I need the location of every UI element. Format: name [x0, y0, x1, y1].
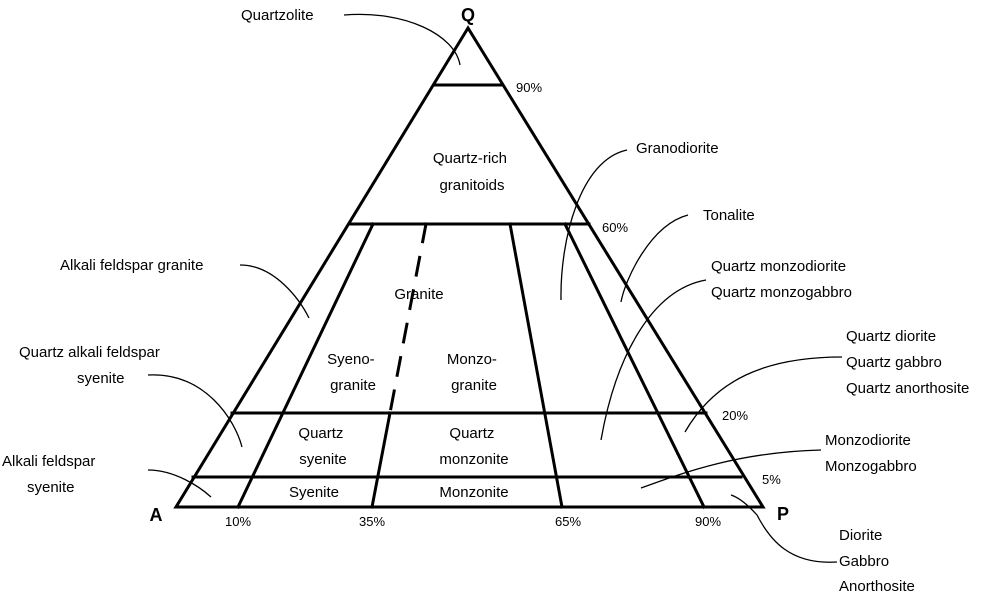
vertex-label-a: A — [150, 505, 163, 525]
callout-quartzolite: Quartzolite — [241, 7, 314, 24]
vertex-label-q: Q — [461, 5, 475, 25]
field-monzogranite: Monzo- granite — [447, 351, 501, 394]
leader-alkali-feldspar-syenite — [147, 469, 212, 498]
callout-monzodiorite: Monzodiorite Monzogabbro — [825, 432, 917, 475]
leader-granodiorite — [560, 149, 628, 301]
callout-quartz-alkali-feldspar-syenite: Quartz alkali feldspar syenite — [19, 344, 164, 387]
side-pct-5: 5% — [762, 472, 781, 487]
leader-alkali-feldspar-granite — [239, 264, 310, 319]
callout-alkali-feldspar-granite: Alkali feldspar granite — [60, 257, 203, 274]
leader-tonalite — [620, 214, 689, 303]
base-pct-65: 65% — [555, 514, 581, 529]
boundary-p65 — [508, 222, 564, 509]
qap-triangle-outline — [173, 25, 766, 509]
side-pct-20: 20% — [722, 408, 748, 423]
boundary-p10 — [236, 222, 375, 509]
field-quartz-monzonite: Quartz monzonite — [439, 425, 508, 468]
callout-quartz-diorite: Quartz diorite Quartz gabbro Quartz anor… — [846, 328, 969, 397]
boundary-p35 — [370, 411, 392, 509]
base-pct-90: 90% — [695, 514, 721, 529]
callout-alkali-feldspar-syenite: Alkali feldspar syenite — [2, 453, 100, 496]
boundary-granite-split-dashed — [388, 222, 428, 415]
leader-quartz-monzodiorite — [600, 279, 707, 441]
callout-quartz-monzodiorite: Quartz monzodiorite Quartz monzogabbro — [711, 258, 852, 301]
leader-monzodiorite — [640, 449, 822, 489]
base-pct-10: 10% — [225, 514, 251, 529]
side-pct-90: 90% — [516, 80, 542, 95]
field-quartz-rich-granitoids: Quartz-rich granitoids — [433, 150, 511, 194]
side-pct-60: 60% — [602, 220, 628, 235]
callout-tonalite: Tonalite — [703, 207, 755, 224]
field-quartz-syenite: Quartz syenite — [298, 425, 347, 468]
field-syenogranite: Syeno- granite — [327, 351, 379, 394]
leader-quartzolite — [343, 13, 461, 66]
vertex-label-p: P — [777, 504, 789, 524]
leader-diorite — [730, 494, 838, 563]
field-monzonite: Monzonite — [439, 484, 508, 501]
field-granite: Granite — [394, 286, 443, 303]
boundary-p90 — [562, 221, 707, 510]
field-syenite: Syenite — [289, 484, 339, 501]
callout-diorite: Diorite Gabbro Anorthosite — [839, 527, 915, 595]
leader-quartz-alkali-feldspar-syenite — [147, 374, 243, 448]
leader-quartz-diorite — [684, 356, 843, 433]
callout-granodiorite: Granodiorite — [636, 140, 719, 157]
base-pct-35: 35% — [359, 514, 385, 529]
